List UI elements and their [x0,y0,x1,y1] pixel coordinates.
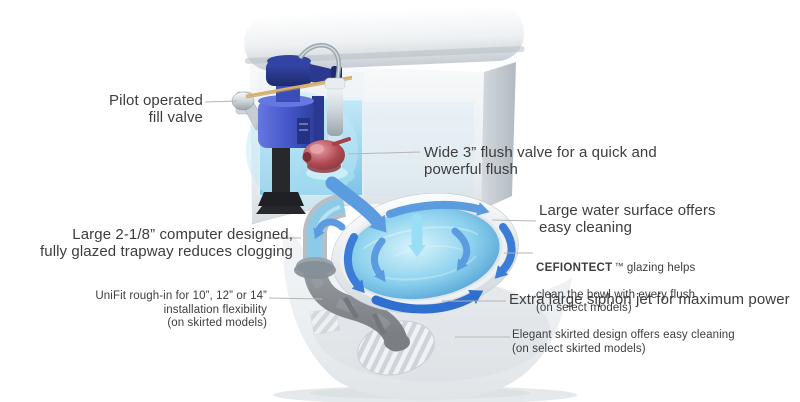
cefiontect-brand: CEFIONTECT [536,261,613,274]
pipe-flow-arrow [315,218,346,234]
label-pilot-fill-valve: Pilot operated fill valve [109,92,203,126]
tank-lid [244,5,525,71]
leader-unifit [268,297,323,300]
label-skirted-design: Elegant skirted design offers easy clean… [512,329,735,355]
swirl-arrow-top [386,200,482,218]
label-cefiontect-lines: clean the bowl with every flush (on sele… [536,288,696,315]
swirl-arrow-right [499,223,516,274]
refill-tube [298,43,342,85]
flush-flow-arrows [313,176,516,314]
cefiontect-rest: glazing helps [623,261,696,274]
leader-pilot [204,100,238,103]
flush-valve-flapper [299,137,355,185]
label-flush-valve: Wide 3” flush valve for a quick and powe… [424,144,657,178]
fill-valve [256,55,342,214]
valve-head [266,60,312,86]
swirl-arrow-inner-left [371,237,386,277]
label-siphon-jet: Extra large siphon jet for maximum power [509,291,790,308]
label-unifit: UniFit rough-in for 10”, 12” or 14” inst… [95,290,267,330]
leader-water-surface [491,219,537,222]
swirl-arrow-left [344,233,361,288]
swirl-arrow-inner-right [451,227,471,266]
leader-flush-valve [347,151,421,155]
trademark-symbol: ™ [614,260,624,271]
leader-lines [204,100,537,338]
trapway-pipe [303,260,410,352]
label-trapway: Large 2-1/8” computer designed, fully gl… [39,226,293,260]
label-water-surface: Large water surface offers easy cleaning [539,202,716,236]
flush-flow-arrow [325,176,384,228]
